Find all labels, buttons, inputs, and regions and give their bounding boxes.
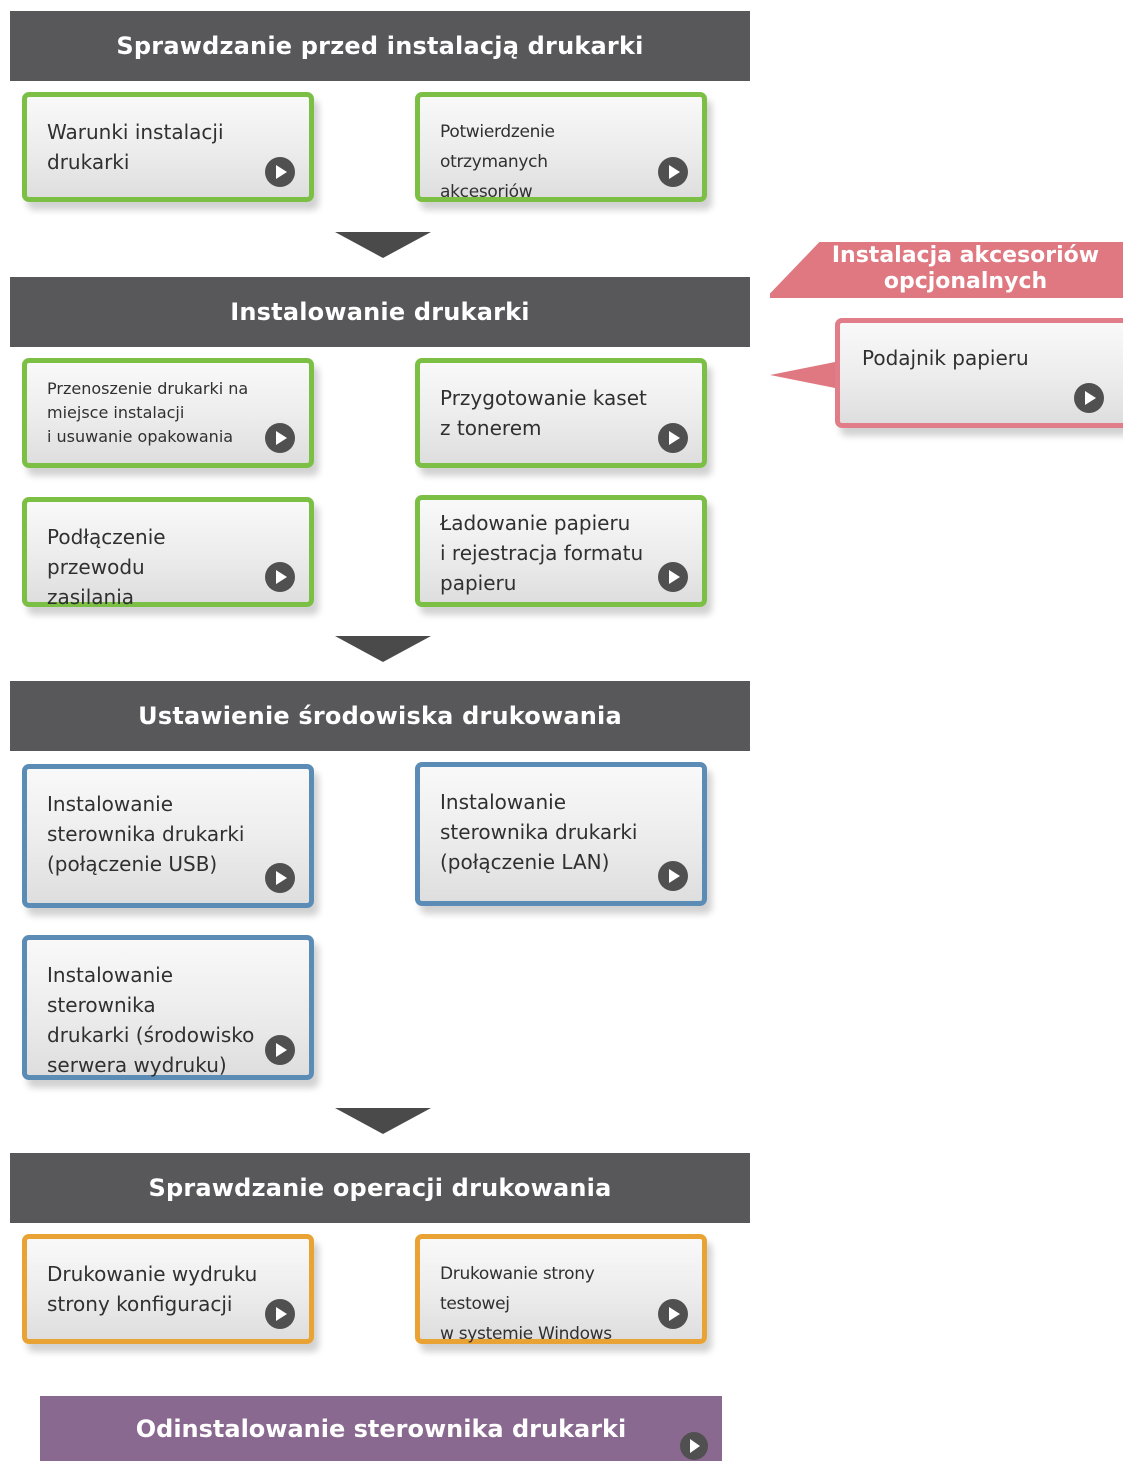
optional-accessories-banner <box>770 242 1123 298</box>
flow-arrow-down-icon <box>335 232 431 258</box>
card-installation-conditions[interactable]: Warunki instalacji drukarki <box>22 92 314 202</box>
section-header-install-printer: Instalowanie drukarki <box>10 277 750 347</box>
play-icon <box>265 863 295 893</box>
card-test-page-windows[interactable]: Drukowanie strony testowej w systemie Wi… <box>415 1234 707 1344</box>
section-header-print-environment: Ustawienie środowiska drukowania <box>10 681 750 751</box>
card-label: Potwierdzenie otrzymanych akcesoriów <box>440 122 555 202</box>
card-label: Ładowanie papieru i rejestracja formatu … <box>440 511 644 595</box>
play-icon <box>1074 383 1104 413</box>
section-header-pre-install-check: Sprawdzanie przed instalacją drukarki <box>10 11 750 81</box>
play-icon <box>265 157 295 187</box>
card-label: Instalowanie sterownika drukarki (połącz… <box>440 790 638 874</box>
section-header-print-check: Sprawdzanie operacji drukowania <box>10 1153 750 1223</box>
play-icon <box>680 1432 708 1460</box>
card-label: Przenoszenie drukarki na miejsce instala… <box>47 379 249 446</box>
card-received-accessories[interactable]: Potwierdzenie otrzymanych akcesoriów <box>415 92 707 202</box>
card-config-page[interactable]: Drukowanie wydruku strony konfiguracji <box>22 1234 314 1344</box>
card-driver-lan[interactable]: Instalowanie sterownika drukarki (połącz… <box>415 762 707 906</box>
card-label: Podajnik papieru <box>862 346 1029 370</box>
play-icon <box>265 562 295 592</box>
play-icon <box>265 1035 295 1065</box>
uninstall-driver-label: Odinstalowanie sterownika drukarki <box>135 1414 627 1443</box>
card-move-and-unpack[interactable]: Przenoszenie drukarki na miejsce instala… <box>22 358 314 468</box>
play-icon <box>658 861 688 891</box>
card-label: Podłączenie przewodu zasilania <box>47 525 166 609</box>
play-icon <box>658 157 688 187</box>
callout-pointer-icon <box>770 361 840 389</box>
flow-arrow-down-icon <box>335 636 431 662</box>
card-label: Warunki instalacji drukarki <box>47 120 224 174</box>
card-driver-print-server[interactable]: Instalowanie sterownika drukarki (środow… <box>22 935 314 1080</box>
card-paper-feeder[interactable]: Podajnik papieru <box>835 318 1123 428</box>
card-label: Przygotowanie kaset z tonerem <box>440 386 647 440</box>
uninstall-driver-button[interactable]: Odinstalowanie sterownika drukarki <box>40 1396 722 1461</box>
card-label: Instalowanie sterownika drukarki (połącz… <box>47 792 245 876</box>
play-icon <box>658 423 688 453</box>
card-label: Drukowanie strony testowej w systemie Wi… <box>440 1264 612 1344</box>
card-prepare-toner[interactable]: Przygotowanie kaset z tonerem <box>415 358 707 468</box>
optional-accessories-title: Instalacja akcesoriów opcjonalnych <box>831 243 1100 294</box>
play-icon <box>658 1299 688 1329</box>
play-icon <box>265 1299 295 1329</box>
card-driver-usb[interactable]: Instalowanie sterownika drukarki (połącz… <box>22 764 314 908</box>
card-label: Drukowanie wydruku strony konfiguracji <box>47 1262 258 1316</box>
play-icon <box>265 423 295 453</box>
flow-arrow-down-icon <box>335 1108 431 1134</box>
play-icon <box>658 562 688 592</box>
card-load-paper[interactable]: Ładowanie papieru i rejestracja formatu … <box>415 495 707 607</box>
card-power-cord[interactable]: Podłączenie przewodu zasilania <box>22 497 314 609</box>
card-label: Instalowanie sterownika drukarki (środow… <box>47 963 255 1077</box>
